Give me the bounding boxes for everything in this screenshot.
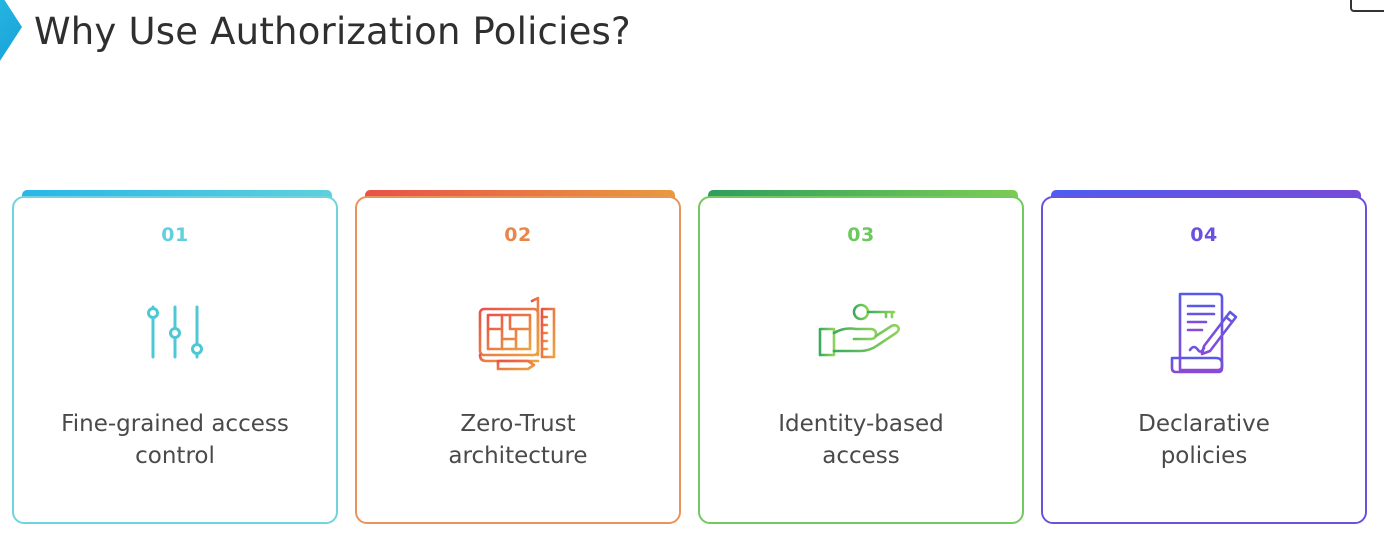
blueprint-icon	[357, 288, 679, 378]
card-accent-bar	[1051, 190, 1361, 198]
card-number: 04	[1190, 224, 1218, 246]
card-label-line: policies	[1160, 443, 1248, 469]
card-label: Fine-grained access control	[24, 408, 326, 472]
hand-key-icon	[700, 288, 1022, 378]
card-label-line: Identity-based	[778, 411, 944, 437]
card-label-line: access	[822, 443, 900, 469]
window-corner-fragment	[1350, 0, 1384, 12]
card-label: Zero-Trust architecture	[367, 408, 669, 472]
slide-corner-accent	[0, 0, 22, 64]
card-identity-based: 03 Identity-based access	[698, 196, 1024, 524]
card-number: 01	[161, 224, 189, 246]
card-number: 02	[504, 224, 532, 246]
card-label-line: Declarative	[1138, 411, 1270, 437]
card-label-line: Zero-Trust	[460, 411, 576, 437]
card-accent-bar	[22, 190, 332, 198]
card-label: Identity-based access	[710, 408, 1012, 472]
card-accent-bar	[708, 190, 1018, 198]
slide-title: Why Use Authorization Policies?	[34, 10, 631, 53]
sliders-icon	[14, 288, 336, 378]
card-label: Declarative policies	[1053, 408, 1355, 472]
card-fine-grained-access: 01 Fine-grained access control	[12, 196, 338, 524]
card-number: 03	[847, 224, 875, 246]
card-zero-trust: 02 Zero-Trust architecture	[355, 196, 681, 524]
card-label-line: Fine-grained access	[61, 411, 289, 437]
card-label-line: architecture	[448, 443, 588, 469]
card-accent-bar	[365, 190, 675, 198]
card-declarative-policies: 04 Declarative policies	[1041, 196, 1367, 524]
card-label-line: control	[135, 443, 215, 469]
document-pen-icon	[1043, 288, 1365, 378]
